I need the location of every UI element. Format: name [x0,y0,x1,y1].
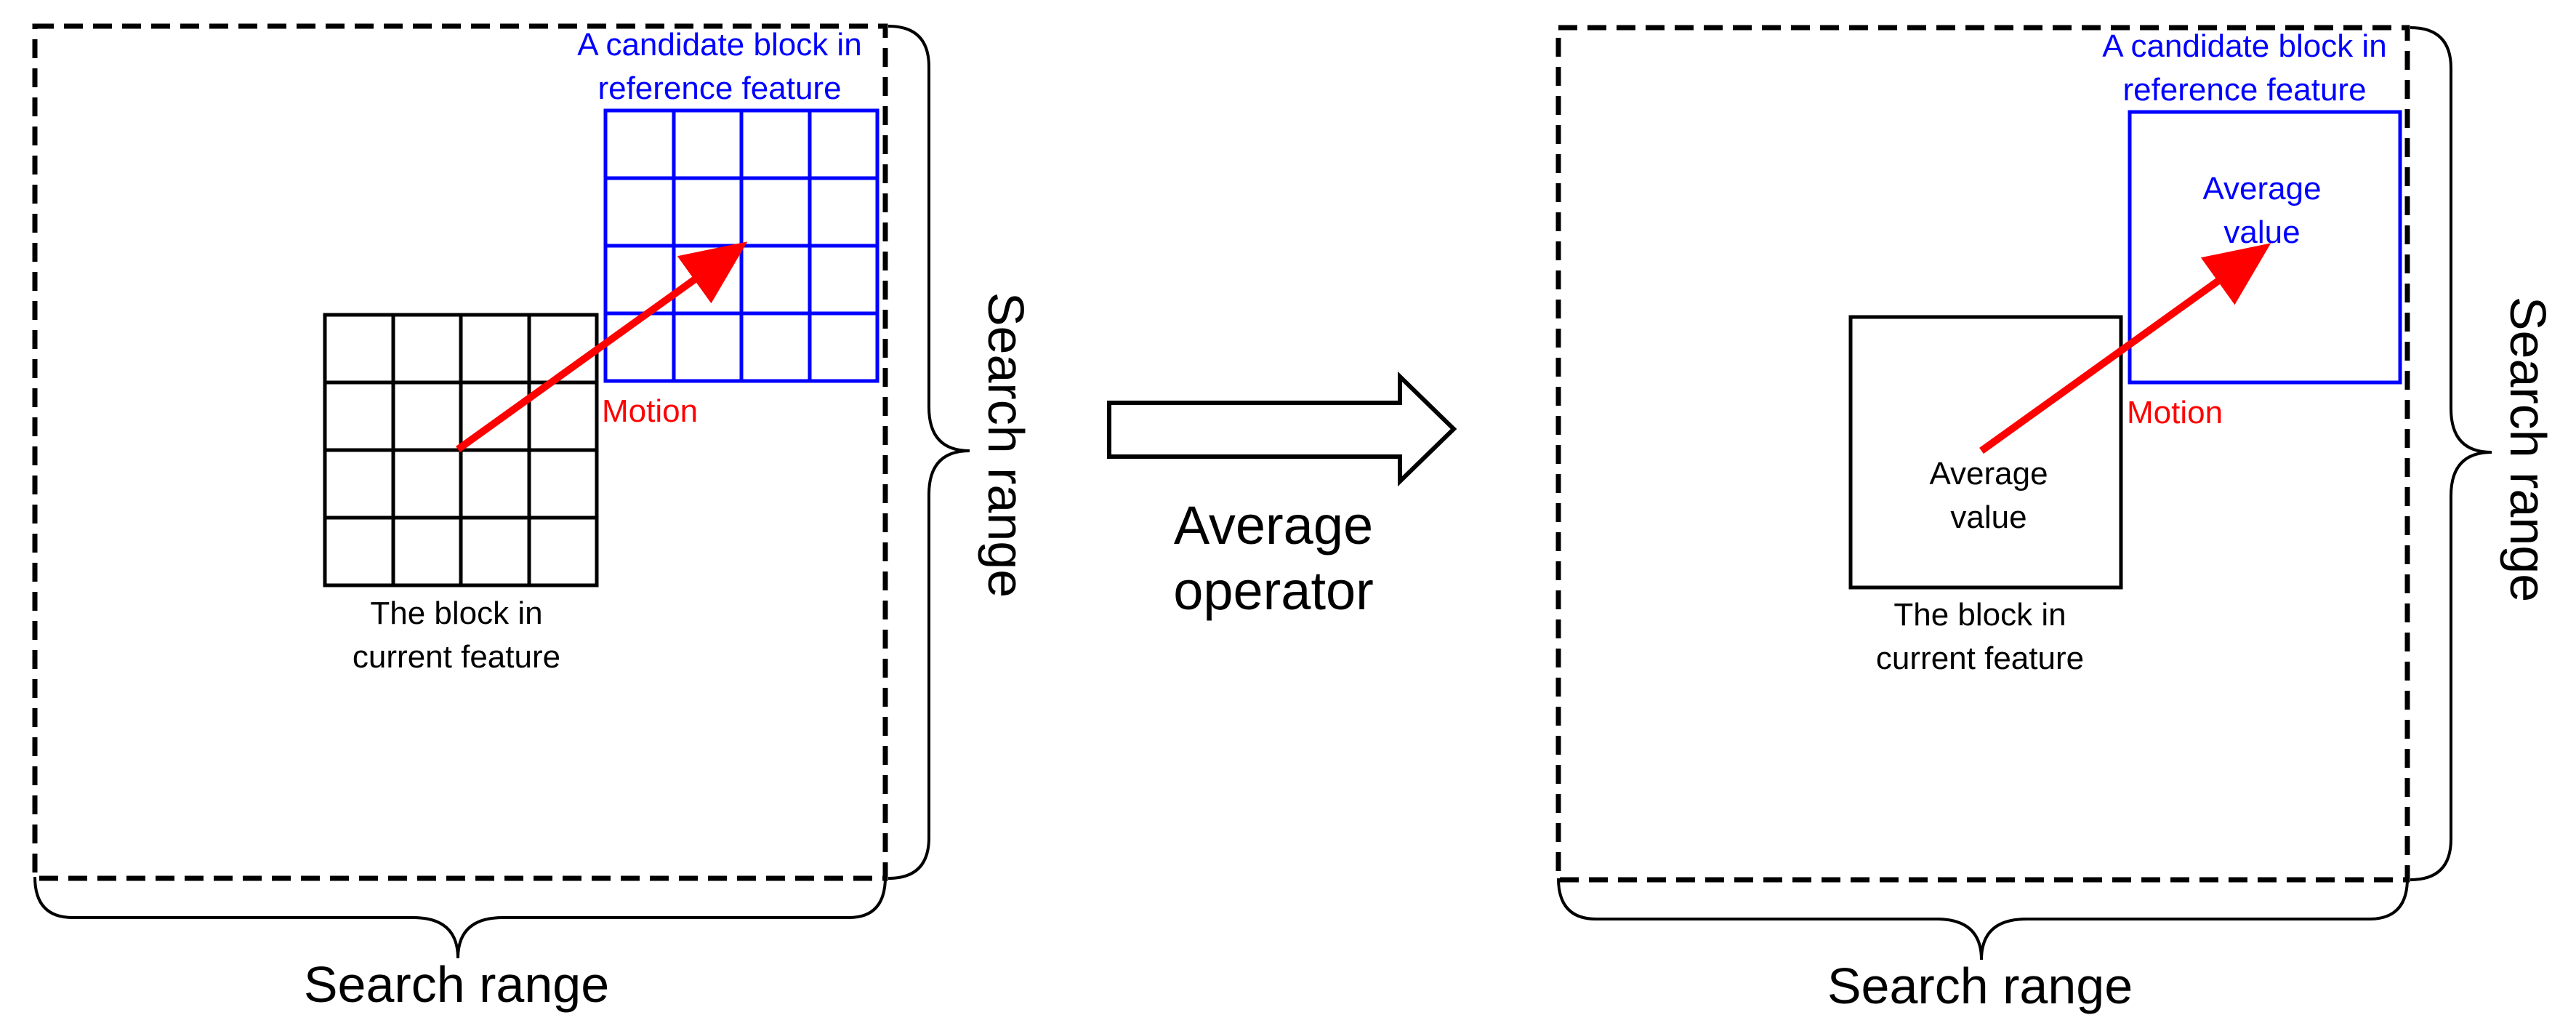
brace-bottom-left [33,876,887,959]
operator-label-line1: Average [1174,495,1373,555]
search-range-bottom-left: Search range [304,956,609,1013]
motion-arrow-right [1979,243,2271,454]
current-block-right [1848,315,2123,590]
search-window-left [32,23,888,881]
candidate-block-right [2128,110,2402,385]
candidate-value-line1: Average [2202,171,2321,206]
average-operator: Average operator [1107,371,1457,621]
search-window-right [1555,25,2410,883]
candidate-block-grid-left [603,108,880,383]
motion-label-left: Motion [602,393,698,429]
right-panel: Average value Average value A candidate … [1555,25,2556,1014]
candidate-label-right-line1: A candidate block in [2102,28,2386,64]
current-label-left-line2: current feature [353,639,560,675]
current-label-left-line1: The block in [370,595,542,631]
search-range-bottom-right: Search range [1827,958,2133,1014]
current-label-right-line1: The block in [1893,597,2066,633]
left-panel: A candidate block in reference feature M… [32,23,1034,1013]
brace-right-left [887,25,970,880]
current-value-line1: Average [1929,456,2048,492]
block-arrow-right-icon [1107,371,1457,487]
brace-right-right [2410,26,2492,881]
search-range-right-left: Search range [978,292,1034,598]
motion-arrow-left [456,241,748,453]
candidate-value-line2: value [2223,214,2300,250]
brace-bottom-right [1557,878,2409,960]
current-label-right-line2: current feature [1876,641,2084,676]
candidate-label-left-line2: reference feature [597,71,841,106]
candidate-label-right-line2: reference feature [2122,72,2366,108]
search-range-right-right: Search range [2500,297,2556,602]
candidate-label-left-line1: A candidate block in [577,27,861,63]
motion-label-right: Motion [2127,395,2223,430]
current-value-line2: value [1950,500,2026,535]
operator-label-line2: operator [1173,561,1374,621]
